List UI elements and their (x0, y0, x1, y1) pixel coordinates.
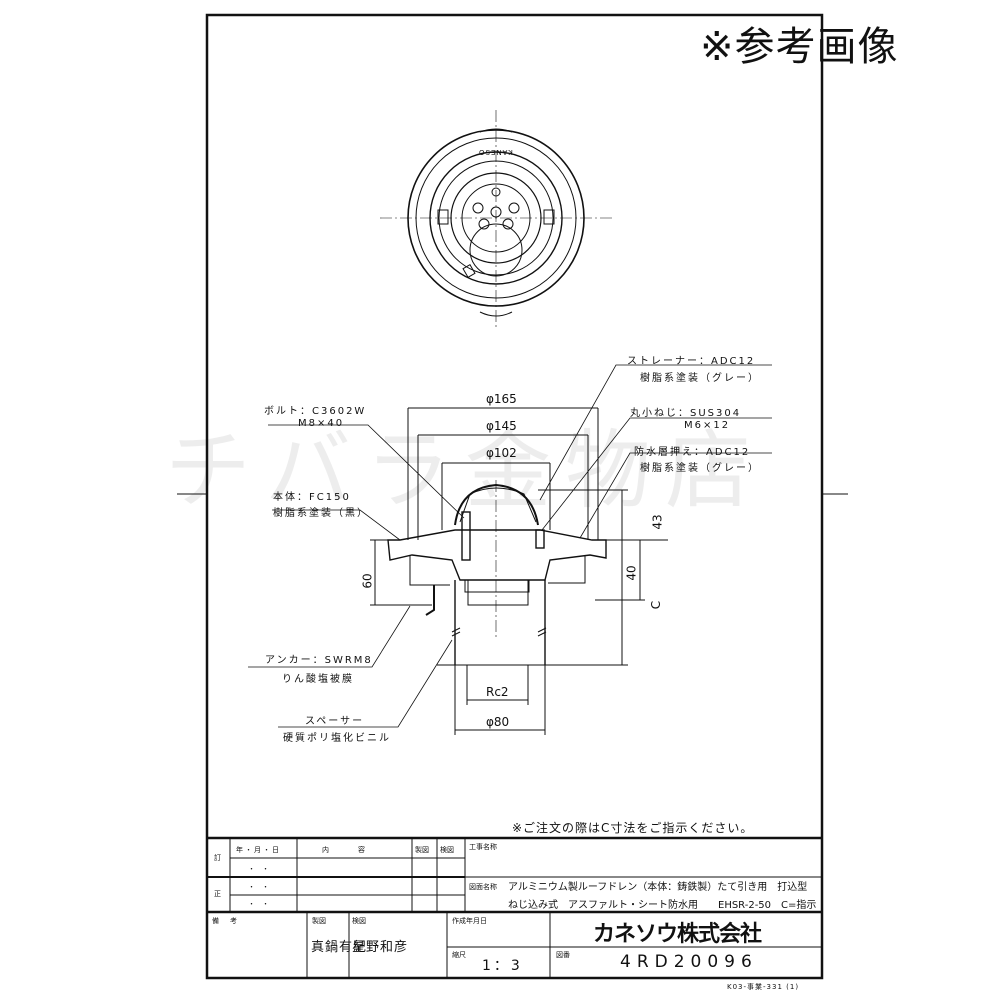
callout-bolt-size: M8×40 (298, 418, 345, 429)
callout-strainer-coating: 樹脂系塗装（グレー） (640, 373, 760, 384)
callout-screw-size: M6×12 (684, 420, 731, 431)
callout-screw-material: 丸小ねじ：SUS304 (630, 408, 742, 419)
date-row-3: ・ ・ (248, 900, 269, 908)
dimension-43: 43 (650, 514, 665, 530)
reference-image-note: ※参考画像 (700, 24, 899, 70)
section-view (248, 364, 772, 735)
scale-value: 1：3 (482, 958, 523, 974)
drawing-name-label: 図面名称 (469, 883, 497, 891)
callout-clamp-material: 防水層押え：ADC12 (634, 447, 751, 458)
callout-body-material: 本体：FC150 (273, 492, 351, 503)
dimension-rc2: Rc2 (486, 685, 509, 699)
callout-bolt-material: ボルト：C3602W (264, 406, 367, 417)
checked-by: 星野和彦 (352, 940, 409, 955)
callout-body-coating: 樹脂系塗装（黒） (273, 508, 369, 519)
callout-spacer-material: 硬質ポリ塩化ビニル (283, 733, 391, 744)
watermark: チバラ金物店 (165, 421, 765, 521)
dimension-145: φ145 (486, 419, 517, 433)
callout-strainer-material: ストレーナー：ADC12 (627, 356, 756, 367)
checked-label: 検図 (352, 917, 366, 925)
col-drawn: 製図 (415, 846, 429, 854)
plan-view (380, 110, 615, 330)
date-row-2: ・ ・ (248, 883, 269, 891)
drawing-no-label: 図番 (556, 951, 570, 959)
date-row-1: ・ ・ (248, 865, 269, 873)
created-date-label: 作成年月日 (452, 917, 487, 925)
col-date: 年・月・日 (236, 846, 281, 854)
dimension-80: φ80 (486, 715, 510, 729)
dimension-40: 40 (624, 565, 639, 581)
drawn-by: 真鍋有紀 (311, 940, 368, 955)
callout-anchor-material: アンカー：SWRM8 (265, 655, 373, 666)
drawing-number: 4RD20096 (620, 952, 758, 972)
plan-logo: KANESO (478, 148, 513, 156)
dimension-102: φ102 (486, 446, 517, 460)
title-block-lines (207, 836, 822, 978)
callout-spacer-name: スペーサー (305, 716, 365, 727)
scale-label: 縮尺 (452, 951, 466, 959)
drawing-frame (205, 13, 824, 980)
revision-label-2: 正 (214, 890, 221, 898)
dimension-60: 60 (360, 573, 375, 589)
company-logo: カネソウ株式会社 (593, 922, 762, 947)
dimension-165: φ165 (486, 392, 517, 406)
order-note: ※ご注文の際はC寸法をご指示ください。 (512, 821, 754, 835)
drawn-label: 製図 (312, 917, 326, 925)
drawing-name-line2: ねじ込み式 アスファルト・シート防水用 EHSR-2-50 C=指示 (508, 900, 817, 911)
footer-code: K03-事業-331 (1) (727, 983, 800, 991)
col-checked: 検図 (440, 846, 454, 854)
callout-clamp-coating: 樹脂系塗装（グレー） (640, 463, 760, 474)
remarks-label: 備 考 (212, 917, 239, 925)
drawing-name-line1: アルミニウム製ルーフドレン（本体：鋳鉄製）たて引き用 打込型 (508, 882, 808, 893)
col-content: 内 容 (322, 846, 367, 854)
dimension-c: C (649, 600, 664, 610)
revision-label-1: 訂 (214, 854, 221, 862)
callout-anchor-coating: りん酸塩被膜 (282, 674, 354, 685)
project-name-label: 工事名称 (469, 843, 497, 851)
